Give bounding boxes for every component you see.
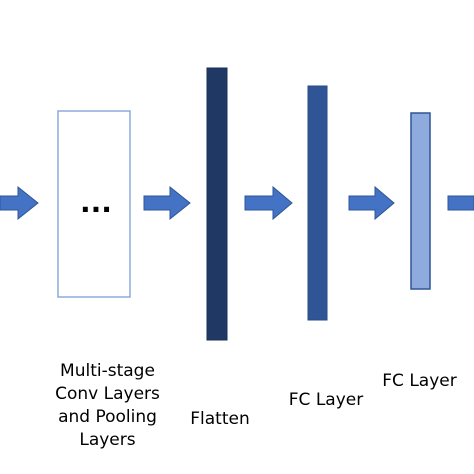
fc-layer-2-bar: [410, 112, 431, 290]
flatten-label: Flatten: [190, 409, 250, 429]
conv-label-line-3: and Pooling: [58, 407, 157, 427]
input-arrow: [0, 185, 39, 221]
output-arrow: [447, 195, 474, 211]
arrow-fc1-to-fc2: [348, 185, 395, 221]
flatten-bar: [206, 67, 228, 341]
arrow-conv-to-flatten: [143, 185, 191, 221]
fc-layer-1-bar: [307, 85, 328, 321]
ellipsis-dots: ...: [80, 186, 112, 219]
conv-pooling-box: [57, 110, 131, 298]
fc-layer-2-label: FC Layer: [382, 371, 457, 391]
conv-label-line-1: Multi-stage: [60, 361, 155, 381]
arrow-flatten-to-fc1: [244, 185, 293, 221]
conv-label-line-2: Conv Layers: [55, 384, 160, 404]
conv-label-line-4: Layers: [79, 430, 136, 450]
conv-pooling-label: Multi-stage Conv Layers and Pooling Laye…: [20, 360, 195, 452]
fc-layer-1-label: FC Layer: [288, 390, 364, 410]
